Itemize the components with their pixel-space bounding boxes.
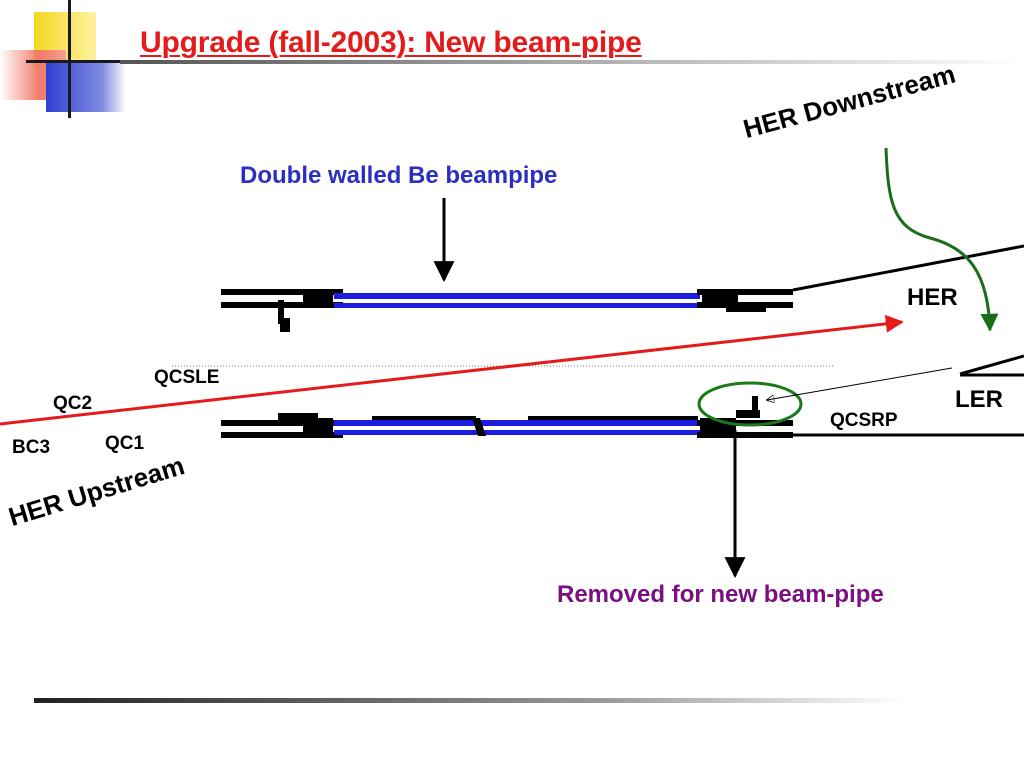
label-bc3: BC3 [12, 437, 51, 458]
upper-blue-pipe-inner [334, 303, 700, 308]
title-rule [120, 60, 1024, 64]
slide-logo [0, 0, 140, 120]
lower-joint-step-right [528, 416, 698, 420]
lower-blue-pipe-outer [334, 420, 700, 426]
upper-right-flange-bottom [697, 302, 793, 308]
lower-right-stub [752, 396, 758, 414]
ler-upper-wedge [959, 354, 1024, 376]
label-qc1: QC1 [105, 433, 145, 454]
label-double-walled: Double walled Be beampipe [240, 162, 558, 189]
her-beamline-upper [792, 244, 1024, 292]
label-qcsle: QCSLE [154, 367, 220, 388]
label-ler: LER [955, 386, 1003, 413]
upper-beampipe-wall [221, 289, 793, 332]
label-qc2: QC2 [53, 393, 93, 414]
bottom-rule [34, 698, 904, 703]
lower-left-flange-bottom [221, 432, 343, 438]
lower-left-block [303, 418, 333, 434]
upper-left-block [303, 294, 333, 306]
upper-blue-pipe-outer [334, 293, 700, 299]
lower-right-step [736, 410, 760, 418]
lower-left-flange-top [221, 420, 343, 426]
upper-left-flange-top [221, 289, 343, 295]
lower-right-flange-bottom [697, 432, 793, 438]
upper-right-block [702, 294, 738, 306]
lower-right-flange-top [697, 420, 793, 426]
removed-part-highlight [697, 381, 803, 427]
label-removed: Removed for new beam-pipe [557, 581, 884, 608]
lower-joint [472, 418, 486, 436]
lower-left-step [278, 413, 318, 420]
ler-pointer-arrow [767, 367, 953, 400]
lower-joint-step-left [372, 416, 476, 420]
lower-blue-pipe-inner [334, 430, 700, 435]
label-her: HER [907, 284, 958, 311]
her-beam-arrow [0, 314, 904, 426]
upper-right-step [726, 306, 766, 312]
upper-left-stub-foot [280, 318, 290, 332]
label-qcsrp: QCSRP [830, 410, 898, 431]
logo-vertical-line [68, 0, 71, 118]
her-downstream-arrow [884, 147, 999, 332]
slide-title: Upgrade (fall-2003): New beam-pipe [140, 26, 642, 59]
logo-blue-square [46, 62, 126, 112]
upper-right-flange-top [697, 289, 793, 295]
logo-horizontal-line [26, 60, 136, 63]
upper-left-stub [278, 300, 284, 324]
